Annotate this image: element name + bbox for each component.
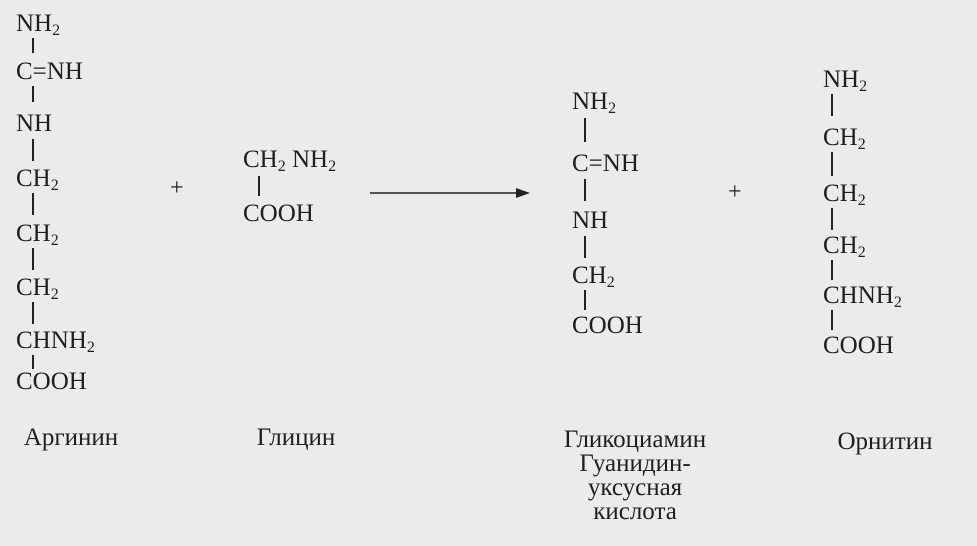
plus-sign: +: [170, 175, 184, 201]
group-ch2: CH2: [823, 232, 866, 261]
group-ch2: CH2: [16, 220, 59, 249]
group-chnh2: CHNH2: [823, 282, 902, 311]
caption-ornithine: Орнитин: [837, 428, 933, 455]
bond: [831, 208, 833, 230]
bond: [584, 236, 586, 258]
bond: [831, 310, 833, 330]
bond: [831, 152, 833, 176]
reaction-arrow: [370, 188, 530, 198]
group-nh: NH: [16, 110, 53, 137]
group-chnh2: CHNH2: [16, 327, 95, 356]
bond: [32, 38, 34, 53]
group-c-nh: C=NH: [16, 58, 83, 85]
caption-arginine: Аргинин: [23, 424, 119, 451]
group-ch2: CH2: [823, 180, 866, 209]
group-cooh: COOH: [16, 368, 87, 395]
bond: [831, 94, 833, 116]
bond: [32, 302, 34, 324]
group-cooh: COOH: [823, 332, 894, 359]
group-ch2-nh2: CH2 NH2: [243, 146, 337, 175]
group-nh2: NH2: [16, 10, 61, 39]
group-nh: NH: [572, 207, 609, 234]
group-nh2: NH2: [823, 66, 868, 95]
bond: [32, 248, 34, 270]
bond: [584, 118, 586, 142]
group-ch2: CH2: [16, 274, 59, 303]
caption-glycine: Глицин: [256, 424, 336, 451]
group-cooh: COOH: [572, 312, 643, 339]
bond: [584, 179, 586, 201]
bond: [831, 260, 833, 280]
bond: [584, 290, 586, 310]
plus-sign: +: [728, 179, 742, 205]
group-ch2: CH2: [16, 165, 59, 194]
bond: [32, 355, 34, 369]
caption-glycocyamine: Гликоциамин Гуанидин- уксусная кислота: [563, 426, 707, 525]
group-ch2: CH2: [823, 124, 866, 153]
group-ch2: CH2: [572, 262, 615, 291]
bond: [32, 193, 34, 215]
group-cooh: COOH: [243, 200, 314, 227]
bond: [32, 139, 34, 161]
bond: [258, 176, 260, 196]
group-c-nh: C=NH: [572, 150, 639, 177]
bond: [32, 86, 34, 102]
group-nh2: NH2: [572, 88, 617, 117]
